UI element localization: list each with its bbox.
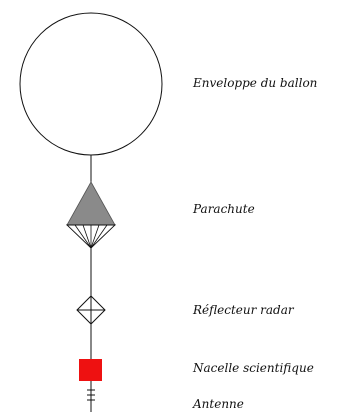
radar-reflector (76, 295, 106, 325)
parachute-canopy (66, 181, 116, 226)
scientific-gondola (79, 359, 102, 381)
parachute-shroud (90, 224, 100, 249)
parachute-shroud (74, 224, 92, 249)
label-gondola: Nacelle scientifique (192, 361, 314, 375)
balloon-envelope (19, 12, 163, 156)
label-envelope: Enveloppe du ballon (192, 76, 317, 90)
label-parachute: Parachute (192, 202, 255, 216)
parachute-shroud (90, 224, 108, 249)
antenna (87, 381, 95, 412)
label-antenna: Antenne (192, 397, 244, 411)
parachute (65, 181, 117, 249)
label-reflector: Réflecteur radar (192, 303, 295, 317)
parachute-shroud (82, 224, 92, 249)
